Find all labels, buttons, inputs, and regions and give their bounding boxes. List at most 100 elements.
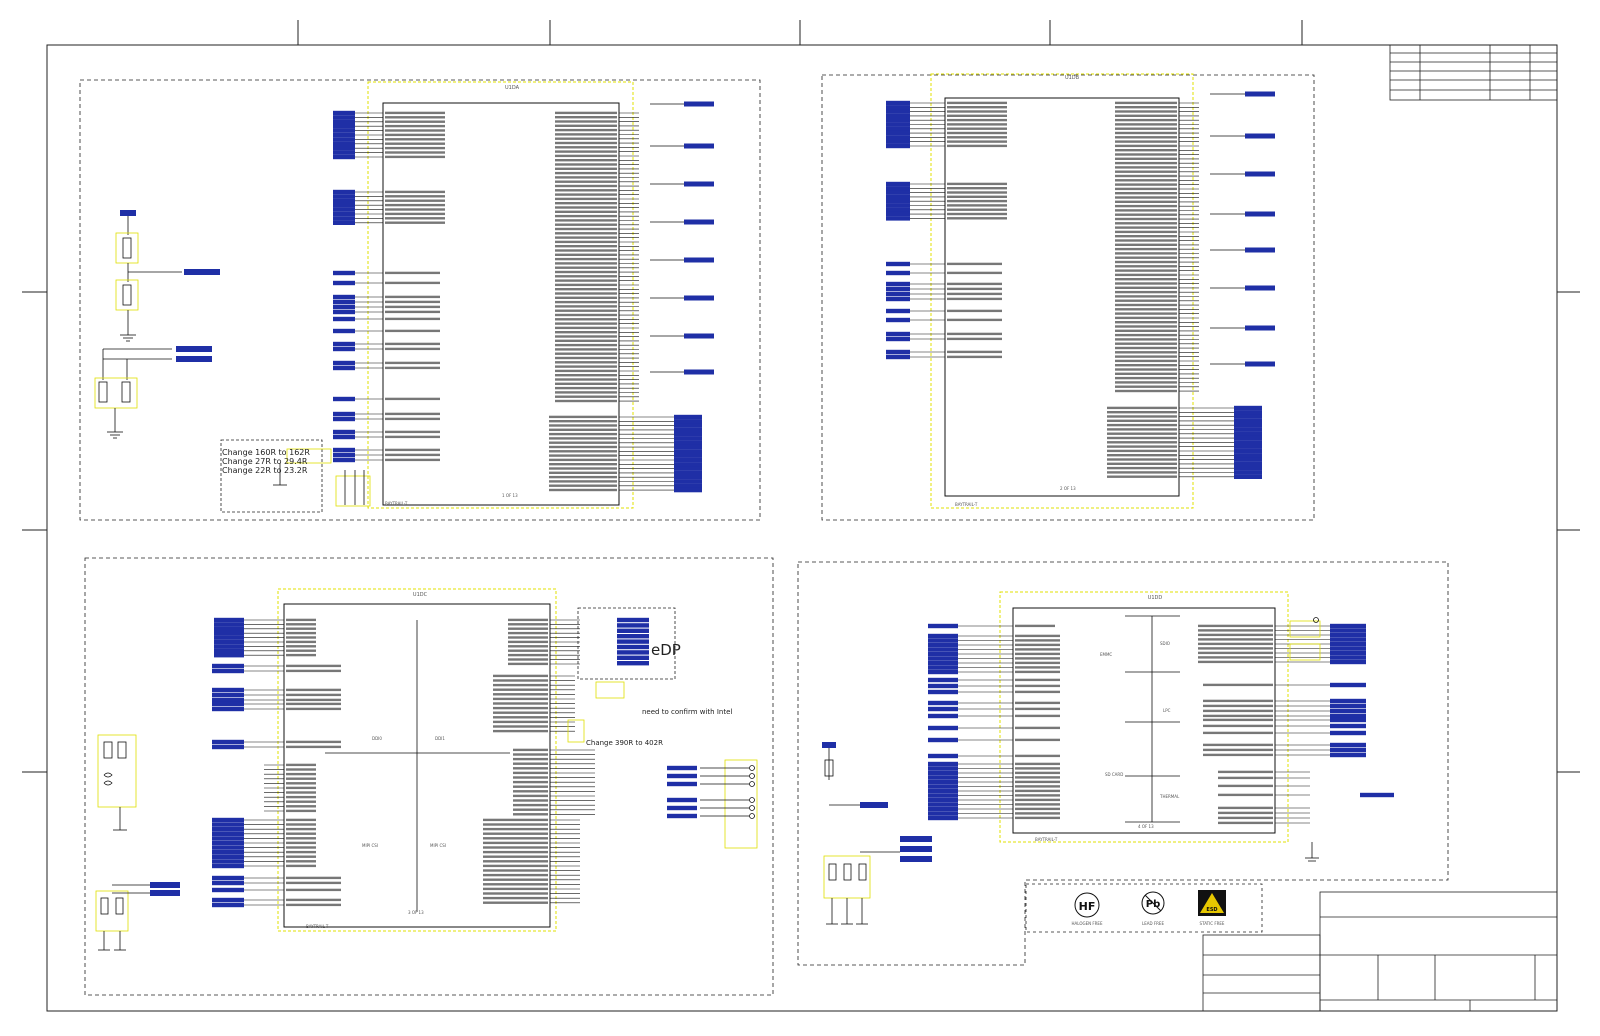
pin-label xyxy=(1115,106,1177,109)
pin-label xyxy=(1015,762,1060,766)
pin-label xyxy=(286,669,341,673)
chip-b-pins xyxy=(886,91,1275,479)
pin-label xyxy=(549,467,617,470)
pin-label xyxy=(549,441,617,444)
pin-label xyxy=(555,378,617,381)
net-flag xyxy=(886,190,910,195)
net-flag xyxy=(886,207,910,212)
pin-label xyxy=(549,480,617,483)
net-flag xyxy=(886,261,910,267)
pin-label xyxy=(286,653,316,657)
pin-label xyxy=(947,332,1002,336)
csi-net-flag xyxy=(667,781,697,787)
chip-d-footer-part: BAYTRAIL-T xyxy=(1035,837,1058,842)
pin-label xyxy=(286,888,341,892)
pin-label xyxy=(286,791,316,794)
pin-label xyxy=(1015,714,1060,718)
net-flag xyxy=(674,440,702,445)
net-flag xyxy=(928,784,958,789)
pin-label xyxy=(286,850,316,854)
pin-label xyxy=(286,841,316,845)
chip-c-footer-part: BAYTRAIL-T xyxy=(306,924,329,929)
pin-label xyxy=(1115,222,1177,225)
edp-box xyxy=(577,607,676,680)
net-flag xyxy=(928,700,958,706)
pin-label xyxy=(1115,209,1177,212)
net-flag xyxy=(333,294,355,300)
net-flag xyxy=(886,354,910,360)
pin-label xyxy=(513,762,548,765)
pin-label xyxy=(1115,286,1177,289)
net-flag xyxy=(1234,435,1262,441)
pin-label xyxy=(1115,282,1177,285)
pin-label xyxy=(555,279,617,282)
chip-b-yellow-outline xyxy=(930,73,1194,509)
net-flag xyxy=(333,203,355,208)
pin-label xyxy=(555,167,617,170)
pin-label xyxy=(483,878,548,881)
pin-label xyxy=(1115,226,1177,229)
pin-label xyxy=(947,114,1007,117)
bus-flag xyxy=(1245,325,1275,331)
pin-label xyxy=(549,471,617,474)
pin-label xyxy=(286,645,316,648)
net-flag xyxy=(333,115,355,120)
net-flag xyxy=(928,811,958,816)
pin-label xyxy=(286,823,316,826)
pin-label xyxy=(1015,684,1060,688)
net-flag xyxy=(212,744,244,750)
bus-flag xyxy=(1245,285,1275,291)
pin-label xyxy=(1218,811,1273,815)
pin-label xyxy=(286,664,341,668)
pin-label xyxy=(1198,638,1273,641)
net-flag xyxy=(214,648,244,653)
net-flag xyxy=(333,452,355,458)
chip-b-footer-page: 2 OF 13 xyxy=(1060,486,1076,491)
net-flag xyxy=(674,423,702,428)
pin-label xyxy=(1115,381,1177,384)
pin-label xyxy=(947,318,1002,322)
pin-label xyxy=(555,163,617,166)
csi-net-flag xyxy=(667,805,697,811)
pin-label xyxy=(555,210,617,213)
pin-label xyxy=(1115,376,1177,380)
pin-label xyxy=(483,832,548,835)
net-flag xyxy=(886,186,910,191)
net-flag xyxy=(928,642,958,648)
pin-label xyxy=(1115,265,1177,268)
pin-label xyxy=(286,805,316,808)
pin-label xyxy=(1218,806,1273,810)
pin-label xyxy=(483,827,548,831)
net-flag xyxy=(333,216,355,221)
net-flag xyxy=(928,797,958,803)
chip-a-body xyxy=(382,102,620,506)
pin-label xyxy=(549,475,617,479)
pin-label xyxy=(1015,643,1060,647)
net-flag xyxy=(212,897,244,903)
pin-label xyxy=(508,636,548,639)
net-flag xyxy=(333,447,355,453)
net-flag xyxy=(928,706,958,712)
pin-label xyxy=(1015,816,1060,820)
quadrant-a-passives xyxy=(94,210,220,439)
chip-c-section-left: DDI0 xyxy=(372,736,382,741)
pin-label xyxy=(549,484,617,487)
net-flag xyxy=(928,660,958,666)
pin-label xyxy=(555,150,617,153)
net-flag xyxy=(214,626,244,631)
pin-label xyxy=(493,716,548,719)
bus-flag xyxy=(684,369,714,375)
pin-label xyxy=(286,707,341,711)
net-flag xyxy=(212,822,244,827)
pin-label xyxy=(1015,707,1060,711)
pin-label xyxy=(1015,754,1060,758)
pin-label xyxy=(555,240,617,244)
net-flag xyxy=(886,109,910,114)
pin-label xyxy=(1115,149,1177,152)
bus-flag xyxy=(1245,361,1275,367)
net-flag xyxy=(886,100,910,106)
quadrant-c-border xyxy=(84,557,774,996)
pin-label xyxy=(1115,325,1177,328)
bus-flag xyxy=(684,181,714,187)
